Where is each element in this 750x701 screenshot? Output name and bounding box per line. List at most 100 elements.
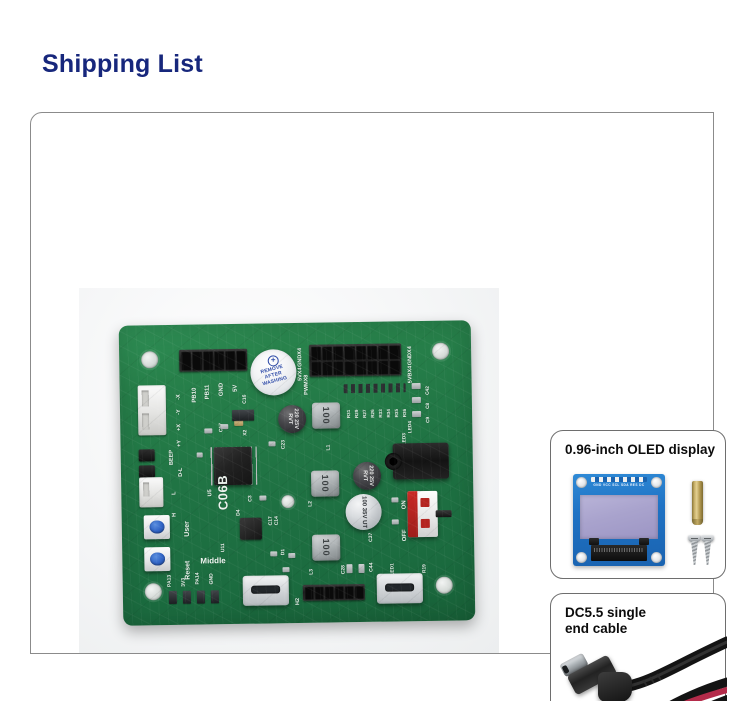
switch-lever[interactable] [435,510,452,518]
silk-c8: C8 [425,402,432,409]
pcb-button-reset[interactable] [144,547,171,572]
cable-main-highlight [627,640,727,688]
inductor-value-l2: 100 [320,474,331,493]
pcb-switch-dl [138,465,156,478]
pcb-smd-cap-c8 [411,397,421,404]
silk-user: User [183,521,191,537]
silk-5vbx4: 5VBX4 [407,365,414,384]
pcb-smd-cap-c9 [412,411,422,418]
silk-h: H [171,512,178,517]
silk-r29: R29 [354,409,360,419]
silk-r33: R33 [378,409,384,418]
silk-touch-y-pos: +Y [176,439,183,447]
silk-r19: R19 [422,564,428,574]
silk-h2: H2 [294,597,302,606]
oled-mount-hole [576,552,587,563]
silk-c17: C17 [267,516,274,526]
silk-pb10: PB10 [191,387,198,403]
screw [701,535,714,565]
silk-c37: C37 [367,532,375,542]
buzzer-label: REMOVE AFTER WASHING [260,363,289,388]
pcb-button-user[interactable] [143,515,171,540]
silk-l2: L2 [307,500,314,507]
oled-module: GND VCC SCL SDA RES DC [573,474,665,566]
pcb-power-switch[interactable] [407,490,452,538]
silk-pa13: PA13 [166,574,173,588]
pcb-mounting-hole [141,351,159,369]
silk-r31: R31 [346,409,352,419]
pcb-pad-gnd [210,590,220,604]
page-title: Shipping List [42,50,203,78]
oled-screen [580,495,658,539]
pcb-pad-pa14 [196,590,206,604]
silk-d1: D1 [280,548,287,556]
pcb-smd-part [391,497,399,503]
pcb-smd-part [196,452,203,458]
pcb-electrolytic-cap-100: 100 35V UT [345,493,382,531]
silk-r27: R27 [362,409,368,418]
pcb-dc-barrel-jack [392,442,450,480]
pcb-switch-beep [138,449,155,462]
oled-mount-hole [576,477,587,488]
silk-touch-x-neg: -X [175,394,182,400]
oled-bracket-right [639,538,649,545]
silk-l: L [171,491,178,495]
silk-beep: BEEP [168,449,175,466]
pcb-smd-part [204,428,213,434]
cable-branch-black [669,677,727,701]
silk-touch-y-neg: -Y [175,409,183,415]
pcb-crystal [232,409,255,422]
silk-touch-x-pos: +X [176,423,183,431]
silk-r26: R26 [370,409,376,418]
pcb-header-bottom-h2 [302,583,366,601]
silk-c14: C14 [273,516,280,526]
silk-l3: L3 [308,568,315,575]
shipping-list-panel: PB10 PB11 GND 5V + REMOVE AFTER WASHING … [30,112,727,701]
screw-head [701,535,714,542]
cap-value-220: 220 25V RVT [287,408,300,430]
pcb-photo: PB10 PB11 GND 5V + REMOVE AFTER WASHING … [79,288,499,653]
pcb-smd-part [220,424,229,430]
pcb-smd-part [288,553,296,559]
pcb-mounting-hole [431,342,450,360]
silk-middle: Middle [200,556,226,566]
silk-reset: Reset [184,560,192,580]
pcb-microcontroller [213,446,253,486]
pcb-electrolytic-cap-220-b: 220 25V RVT [352,461,382,491]
silk-gnd-top: GND [218,382,225,397]
pcb-resistor-bank [343,383,406,394]
pcb-mounting-hole [144,583,162,601]
silk-c23: C23 [280,439,287,450]
silk-u5: U5 [207,489,214,497]
switch-contact-bottom [420,518,430,529]
pcb-board: PB10 PB11 GND 5V + REMOVE AFTER WASHING … [118,320,476,626]
switch-contact-top [420,497,430,508]
pcb-smd-cap-c42 [411,383,421,390]
silk-dl: D-L [177,467,185,477]
screw [688,535,701,565]
shipping-item-cable-card: DC5.5 single end cable [550,593,727,701]
silk-l1: L1 [325,444,332,451]
shipping-item-oled-card: 0.96-inch OLED display GND VCC SCL SDA R… [550,430,726,579]
pcb-regulator-ic [239,517,263,540]
pcb-buzzer: + REMOVE AFTER WASHING [250,348,297,396]
oled-bracket-left [589,538,599,545]
pcb-mounting-hole [435,576,453,594]
silk-c9: C9 [426,416,432,423]
dc-cable-illustration [551,594,727,701]
silk-5v-top: 5V [232,384,239,392]
pcb-jst-connector-4pin [137,385,167,436]
silk-r34: R34 [386,409,392,418]
silk-led4-r16: LED4 [408,420,414,434]
pcb-smd-part [391,519,399,525]
inductor-value-l3: 100 [321,538,332,557]
pcb-smd-part [270,551,278,557]
silk-d4: D4 [235,509,242,516]
pcb-pad-pa13 [168,590,178,605]
silk-c44: C44 [368,562,375,572]
silk-x2: X2 [242,429,249,436]
pcb-smd-part [268,441,276,447]
pcb-pad-3v3 [182,590,192,604]
switch-red-body [407,491,419,538]
